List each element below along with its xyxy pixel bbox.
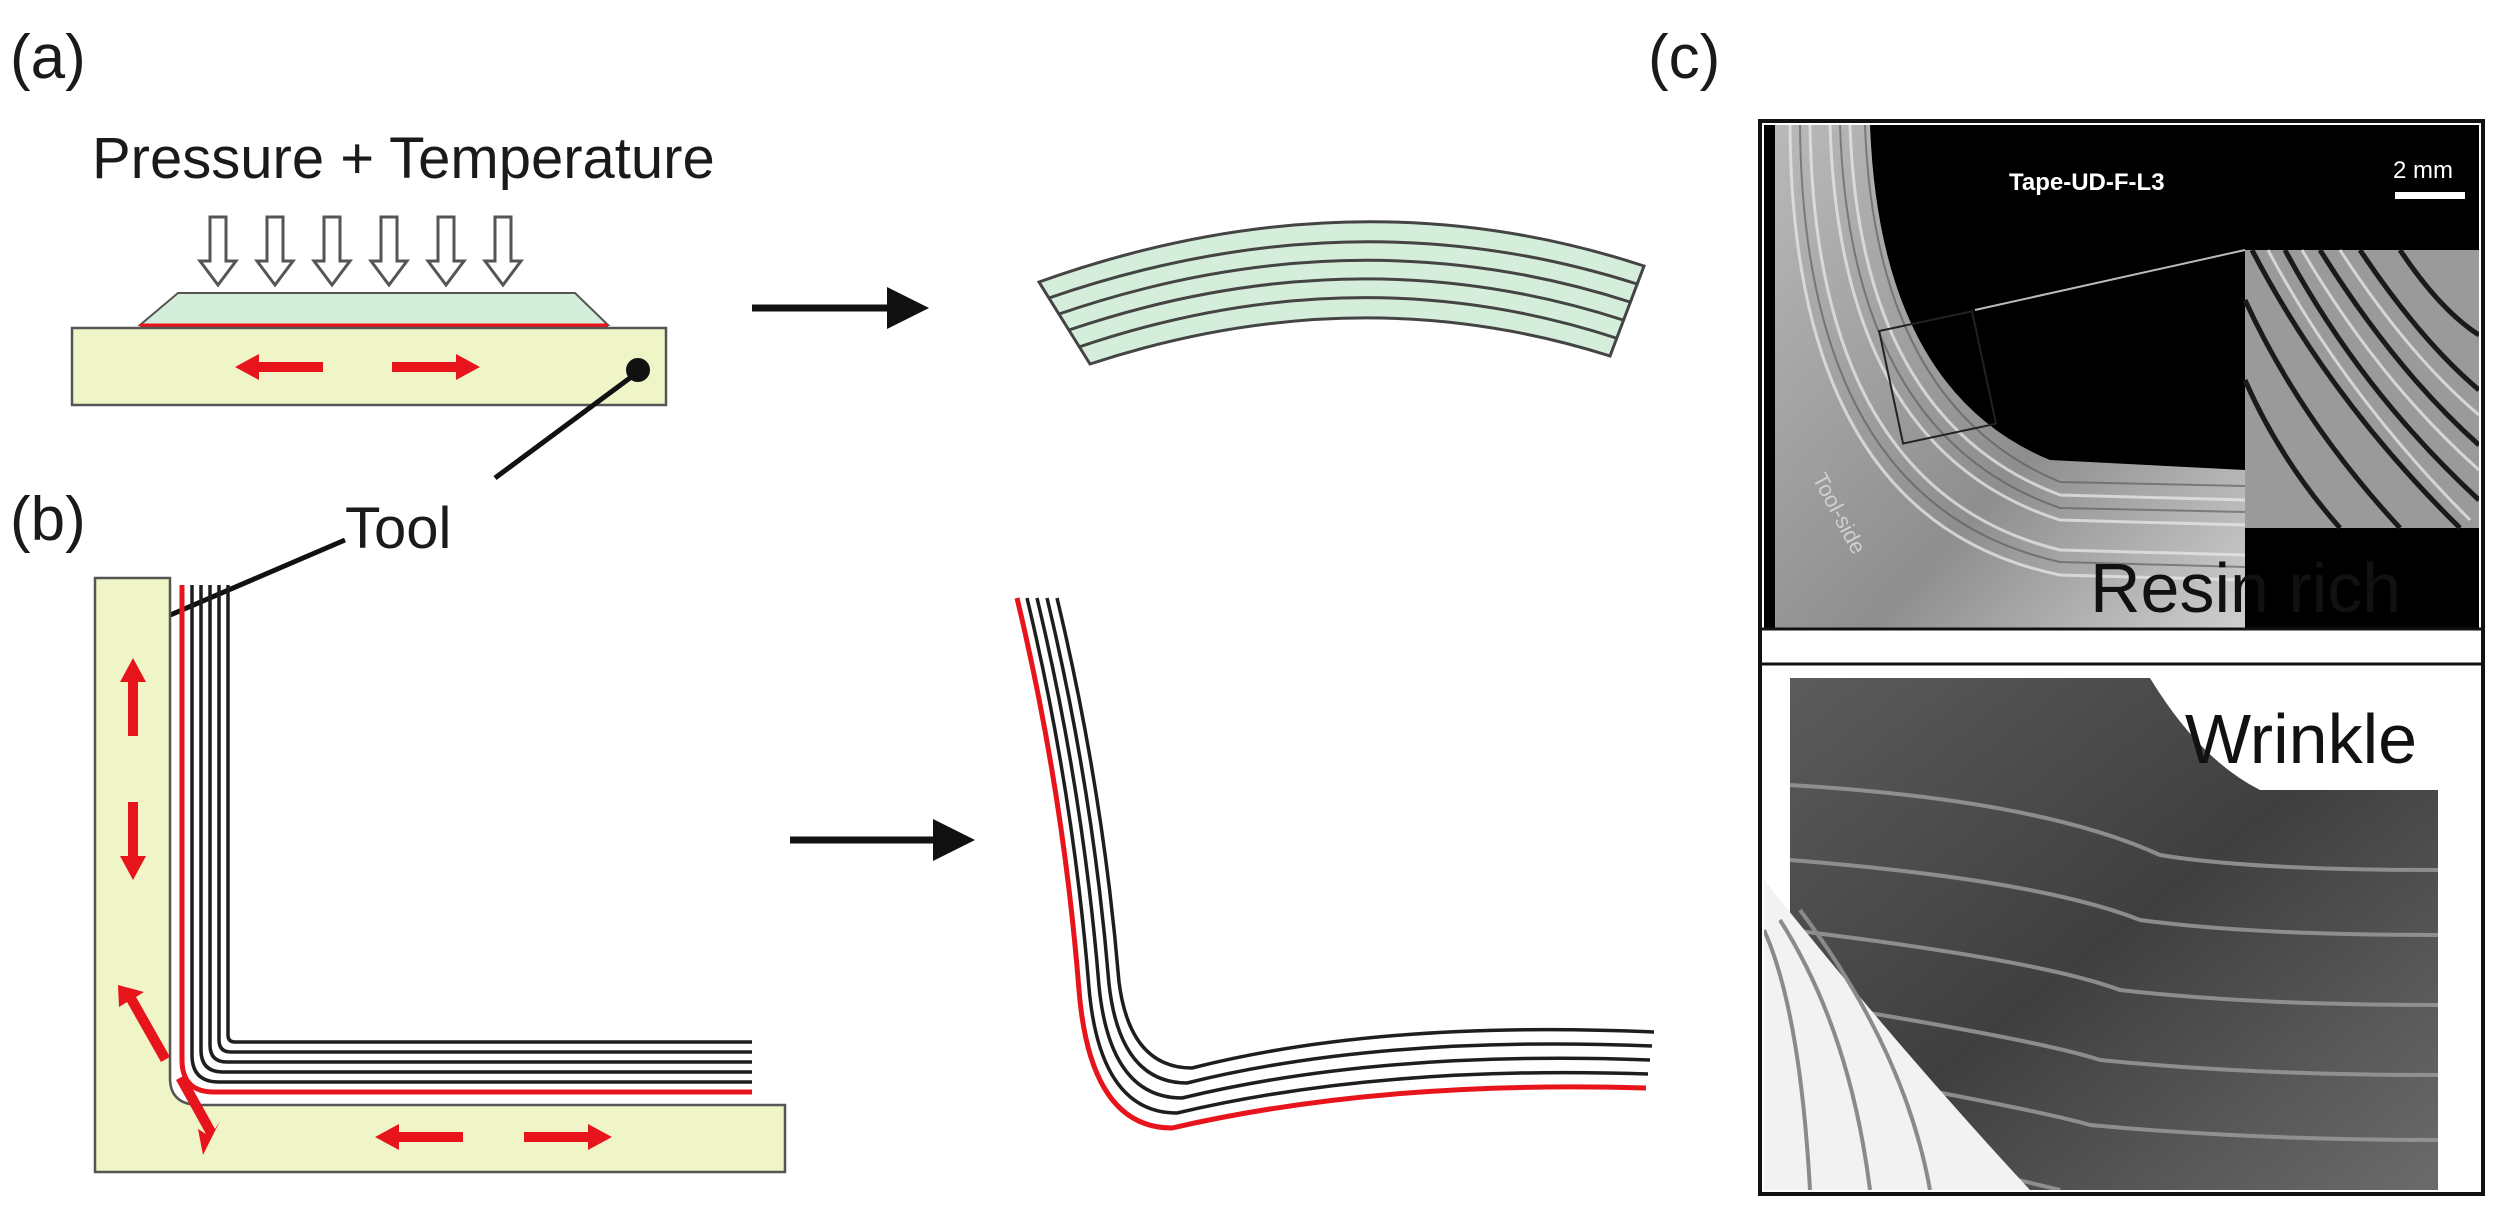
flat-tool bbox=[70, 326, 668, 407]
tool-expansion-arrows-b bbox=[118, 658, 612, 1155]
red-arrow-left-icon bbox=[375, 1124, 463, 1150]
panel-label-a: (a) bbox=[10, 23, 86, 92]
load-label: Pressure + Temperature bbox=[92, 126, 715, 191]
pressure-arrow-icon bbox=[482, 215, 524, 288]
pressure-arrow-icon bbox=[311, 215, 353, 288]
tool-marker-a bbox=[626, 358, 650, 382]
red-arrow-diag-up-icon bbox=[118, 985, 170, 1062]
panel-label-b: (b) bbox=[10, 485, 86, 554]
l-laminate bbox=[179, 585, 752, 1095]
red-arrow-up-icon bbox=[120, 658, 146, 736]
red-arrow-down-icon bbox=[120, 802, 146, 880]
panel-label-c: (c) bbox=[1648, 23, 1720, 92]
specimen-label: Tape-UD-F-L3 bbox=[2009, 169, 2165, 196]
wrinkle-label: Wrinkle bbox=[2185, 700, 2417, 778]
tool-leader-a bbox=[493, 369, 640, 481]
red-arrow-right-icon bbox=[524, 1124, 612, 1150]
red-arrow-left-icon bbox=[235, 354, 323, 380]
micrograph-frame bbox=[1758, 119, 2485, 1196]
tool-leader-b bbox=[139, 537, 346, 631]
deformed-l-laminate bbox=[1014, 597, 1655, 1131]
curved-laminate bbox=[1036, 220, 1646, 366]
red-arrow-right-icon bbox=[392, 354, 480, 380]
scale-bar-label: 2 mm bbox=[2393, 157, 2453, 184]
pressure-arrow-icon bbox=[425, 215, 467, 288]
tool-expansion-arrows-a bbox=[235, 354, 480, 380]
red-arrow-diag-down-icon bbox=[176, 1075, 220, 1155]
pressure-arrow-icon bbox=[254, 215, 296, 288]
tool-label: Tool bbox=[345, 496, 451, 561]
flat-laminate bbox=[137, 292, 611, 326]
pressure-arrows bbox=[197, 215, 524, 288]
micrograph-wrinkle: Wrinkle bbox=[1764, 665, 2479, 1190]
resin-rich-label: Resin rich bbox=[2090, 549, 2401, 627]
pressure-arrow-icon bbox=[368, 215, 410, 288]
l-tool bbox=[93, 576, 787, 1174]
pressure-arrow-icon bbox=[197, 215, 239, 288]
micrograph-gap bbox=[1762, 630, 2481, 663]
micrograph-resin-rich: Tape-UD-F-L3 2 mm Tool-side Resin rich bbox=[1764, 125, 2479, 628]
